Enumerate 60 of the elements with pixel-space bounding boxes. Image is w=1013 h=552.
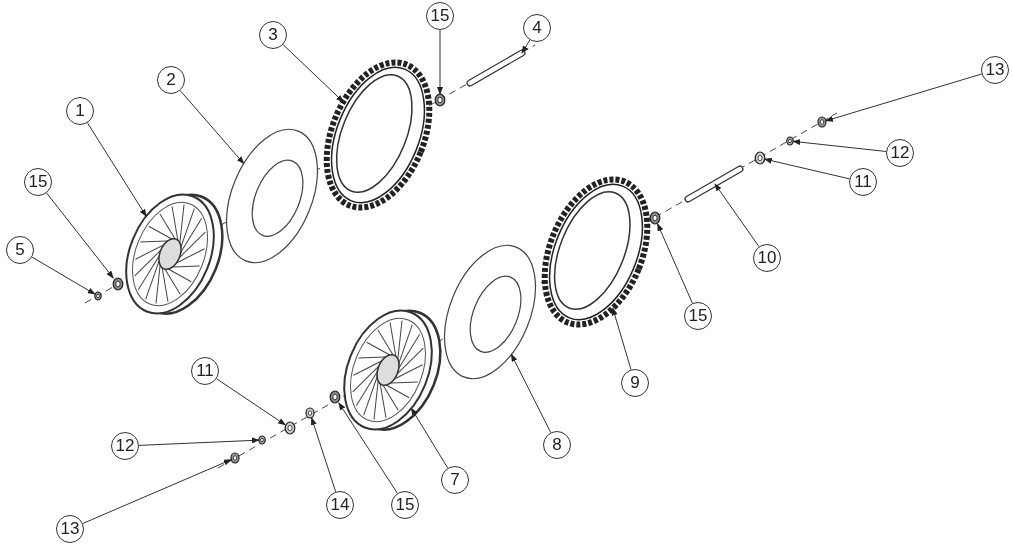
bearing-drawing bbox=[329, 390, 341, 404]
leader-line bbox=[825, 73, 983, 122]
callout-number: 3 bbox=[259, 21, 287, 49]
inner-tube-drawing bbox=[226, 128, 318, 264]
inner-tube-drawing bbox=[444, 244, 536, 380]
callout-number: 11 bbox=[849, 168, 877, 196]
leader-line bbox=[138, 437, 260, 446]
washer-drawing bbox=[258, 435, 266, 445]
callout-number: 2 bbox=[157, 66, 185, 94]
leader-line bbox=[338, 402, 398, 494]
callout-number: 10 bbox=[753, 244, 781, 272]
callout-number: 12 bbox=[886, 139, 914, 167]
leader-line bbox=[310, 417, 337, 493]
leader-line bbox=[763, 157, 850, 180]
axle-drawing bbox=[684, 165, 744, 203]
callout-number: 15 bbox=[684, 302, 712, 330]
leader-line bbox=[86, 122, 147, 217]
callout-number: 4 bbox=[523, 14, 551, 42]
leader-line bbox=[657, 223, 693, 304]
washer-drawing bbox=[786, 136, 794, 146]
leader-line bbox=[521, 39, 531, 54]
callout-number: 8 bbox=[543, 431, 571, 459]
spoked-wheel-drawing bbox=[343, 309, 442, 431]
leader-line bbox=[282, 44, 344, 103]
leader-line bbox=[82, 459, 232, 524]
callout-number: 1 bbox=[66, 97, 94, 125]
callout-number: 7 bbox=[441, 466, 469, 494]
spacer-drawing bbox=[754, 151, 766, 165]
axle-drawing bbox=[466, 49, 526, 87]
leader-line bbox=[714, 183, 760, 248]
spacer-drawing bbox=[305, 407, 315, 419]
callout-number: 11 bbox=[191, 357, 219, 385]
bearing-drawing bbox=[112, 277, 124, 291]
spacer-drawing bbox=[284, 421, 296, 435]
knobby-tire-drawing bbox=[541, 176, 651, 328]
callout-number: 15 bbox=[24, 168, 52, 196]
callout-number: 15 bbox=[391, 491, 419, 519]
spoked-wheel-drawing bbox=[125, 193, 224, 315]
callout-number: 13 bbox=[981, 56, 1009, 84]
bearing-drawing bbox=[649, 211, 661, 225]
leader-line bbox=[510, 353, 552, 433]
leader-line bbox=[792, 139, 887, 152]
callout-number: 14 bbox=[326, 491, 354, 519]
leader-line bbox=[31, 256, 96, 295]
leader-line bbox=[410, 407, 449, 469]
leader-line bbox=[46, 192, 114, 279]
callout-number: 9 bbox=[621, 369, 649, 397]
callout-number: 15 bbox=[426, 2, 454, 30]
callout-number: 12 bbox=[111, 432, 139, 460]
leader-line bbox=[179, 90, 245, 165]
callout-number: 13 bbox=[56, 515, 84, 543]
leader-line bbox=[611, 307, 632, 371]
bearing-drawing bbox=[434, 93, 446, 107]
callout-number: 5 bbox=[6, 236, 34, 264]
nut-drawing bbox=[817, 116, 827, 128]
leader-line bbox=[437, 29, 443, 95]
nut-drawing bbox=[230, 452, 240, 464]
leader-line bbox=[216, 378, 287, 426]
knobby-tire-drawing bbox=[323, 59, 433, 211]
nut-drawing bbox=[94, 291, 102, 301]
